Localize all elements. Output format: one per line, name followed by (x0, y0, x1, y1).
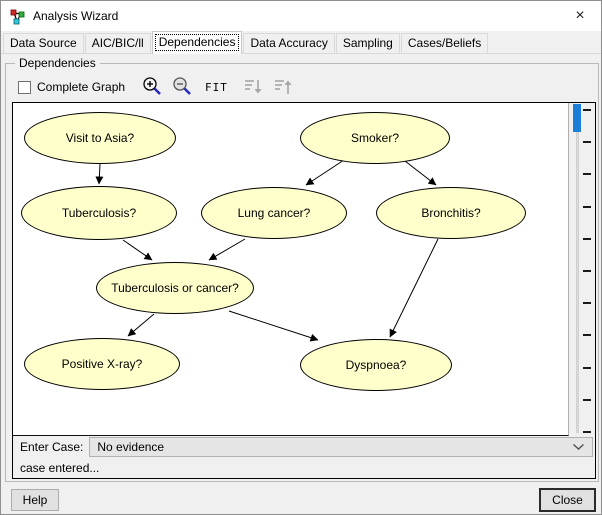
zoom-slider-tick (583, 398, 591, 401)
zoom-slider-tick (583, 302, 591, 305)
enter-case-combobox[interactable]: No evidence (89, 437, 593, 457)
tab-dependencies[interactable]: Dependencies (151, 31, 243, 54)
tab-data-accuracy[interactable]: Data Accuracy (243, 33, 335, 53)
zoom-slider-tick (583, 366, 591, 369)
graph-node-dyspnoea[interactable]: Dyspnoea? (300, 339, 452, 391)
tab-cases-beliefs[interactable]: Cases/Beliefs (400, 33, 489, 53)
zoom-slider-tick (583, 205, 591, 208)
status-text: case entered... (20, 461, 100, 475)
graph-edge-visit-asia-to-tuberculosis (95, 163, 104, 185)
dependencies-groupbox: Dependencies Complete Graph (5, 56, 599, 482)
graph-toolbar: Complete Graph FIT (18, 75, 302, 99)
zoom-slider-groove[interactable] (576, 105, 579, 433)
zoom-slider-tick (583, 334, 591, 337)
graph-edge-smoker-to-bronchitis (404, 160, 437, 186)
graph-node-bronchitis[interactable]: Bronchitis? (376, 187, 526, 239)
zoom-slider-tick (583, 109, 591, 111)
tab-aic-bic-ll[interactable]: AIC/BIC/ll (84, 33, 151, 53)
graph-node-visit-asia[interactable]: Visit to Asia? (24, 112, 176, 164)
zoom-slider-tick (583, 173, 591, 176)
fit-button[interactable]: FIT (205, 80, 228, 94)
zoom-slider-tick (583, 141, 591, 144)
zoom-out-icon[interactable] (171, 76, 193, 98)
close-button[interactable]: Close (539, 488, 596, 512)
zoom-slider-tick (583, 237, 591, 240)
enter-case-value: No evidence (97, 440, 165, 454)
zoom-slider-tick (583, 431, 591, 433)
graph-content-frame: Visit to Asia? Smoker? Tuberculosis? Lung c… (12, 102, 596, 479)
graph-node-tb-or-cancer[interactable]: Tuberculosis or cancer? (96, 262, 254, 314)
graph-edge-tb-or-cancer-to-positive-xray (127, 313, 155, 337)
chevron-down-icon (572, 443, 585, 451)
complete-graph-checkbox[interactable] (18, 80, 31, 94)
complete-graph-option[interactable]: Complete Graph (18, 80, 125, 94)
graph-node-lung-cancer[interactable]: Lung cancer? (201, 187, 347, 239)
zoom-in-icon[interactable] (141, 76, 163, 98)
enter-case-label: Enter Case: (20, 440, 84, 454)
graph-edge-tuberculosis-to-tb-or-cancer (122, 239, 153, 261)
graph-edge-smoker-to-lung-cancer (305, 159, 345, 186)
tab-sampling[interactable]: Sampling (335, 33, 400, 53)
graph-edge-lung-cancer-to-tb-or-cancer (208, 238, 246, 261)
window-title: Analysis Wizard (33, 9, 119, 23)
graph-edge-bronchitis-to-dyspnoea (389, 238, 439, 338)
complete-graph-label: Complete Graph (37, 80, 126, 94)
graph-edge-tb-or-cancer-to-dyspnoea (228, 310, 319, 342)
graph-canvas[interactable]: Visit to Asia? Smoker? Tuberculosis? Lung c… (13, 103, 569, 436)
sort-descending-icon[interactable] (242, 76, 264, 98)
zoom-slider-tick (583, 270, 591, 272)
tab-data-source[interactable]: Data Source (3, 33, 84, 53)
graph-node-smoker[interactable]: Smoker? (300, 112, 450, 164)
zoom-slider[interactable] (570, 103, 595, 436)
title-bar: Analysis Wizard × (1, 1, 601, 31)
help-button[interactable]: Help (11, 489, 59, 511)
network-app-icon (10, 9, 25, 24)
graph-node-positive-xray[interactable]: Positive X-ray? (24, 338, 180, 390)
window-close-button[interactable]: × (575, 7, 585, 24)
enter-case-row: Enter Case: No evidence (13, 437, 595, 458)
zoom-slider-thumb[interactable] (573, 104, 581, 132)
groupbox-legend: Dependencies (15, 56, 100, 70)
sort-ascending-icon[interactable] (272, 76, 294, 98)
graph-node-tuberculosis[interactable]: Tuberculosis? (21, 186, 177, 240)
